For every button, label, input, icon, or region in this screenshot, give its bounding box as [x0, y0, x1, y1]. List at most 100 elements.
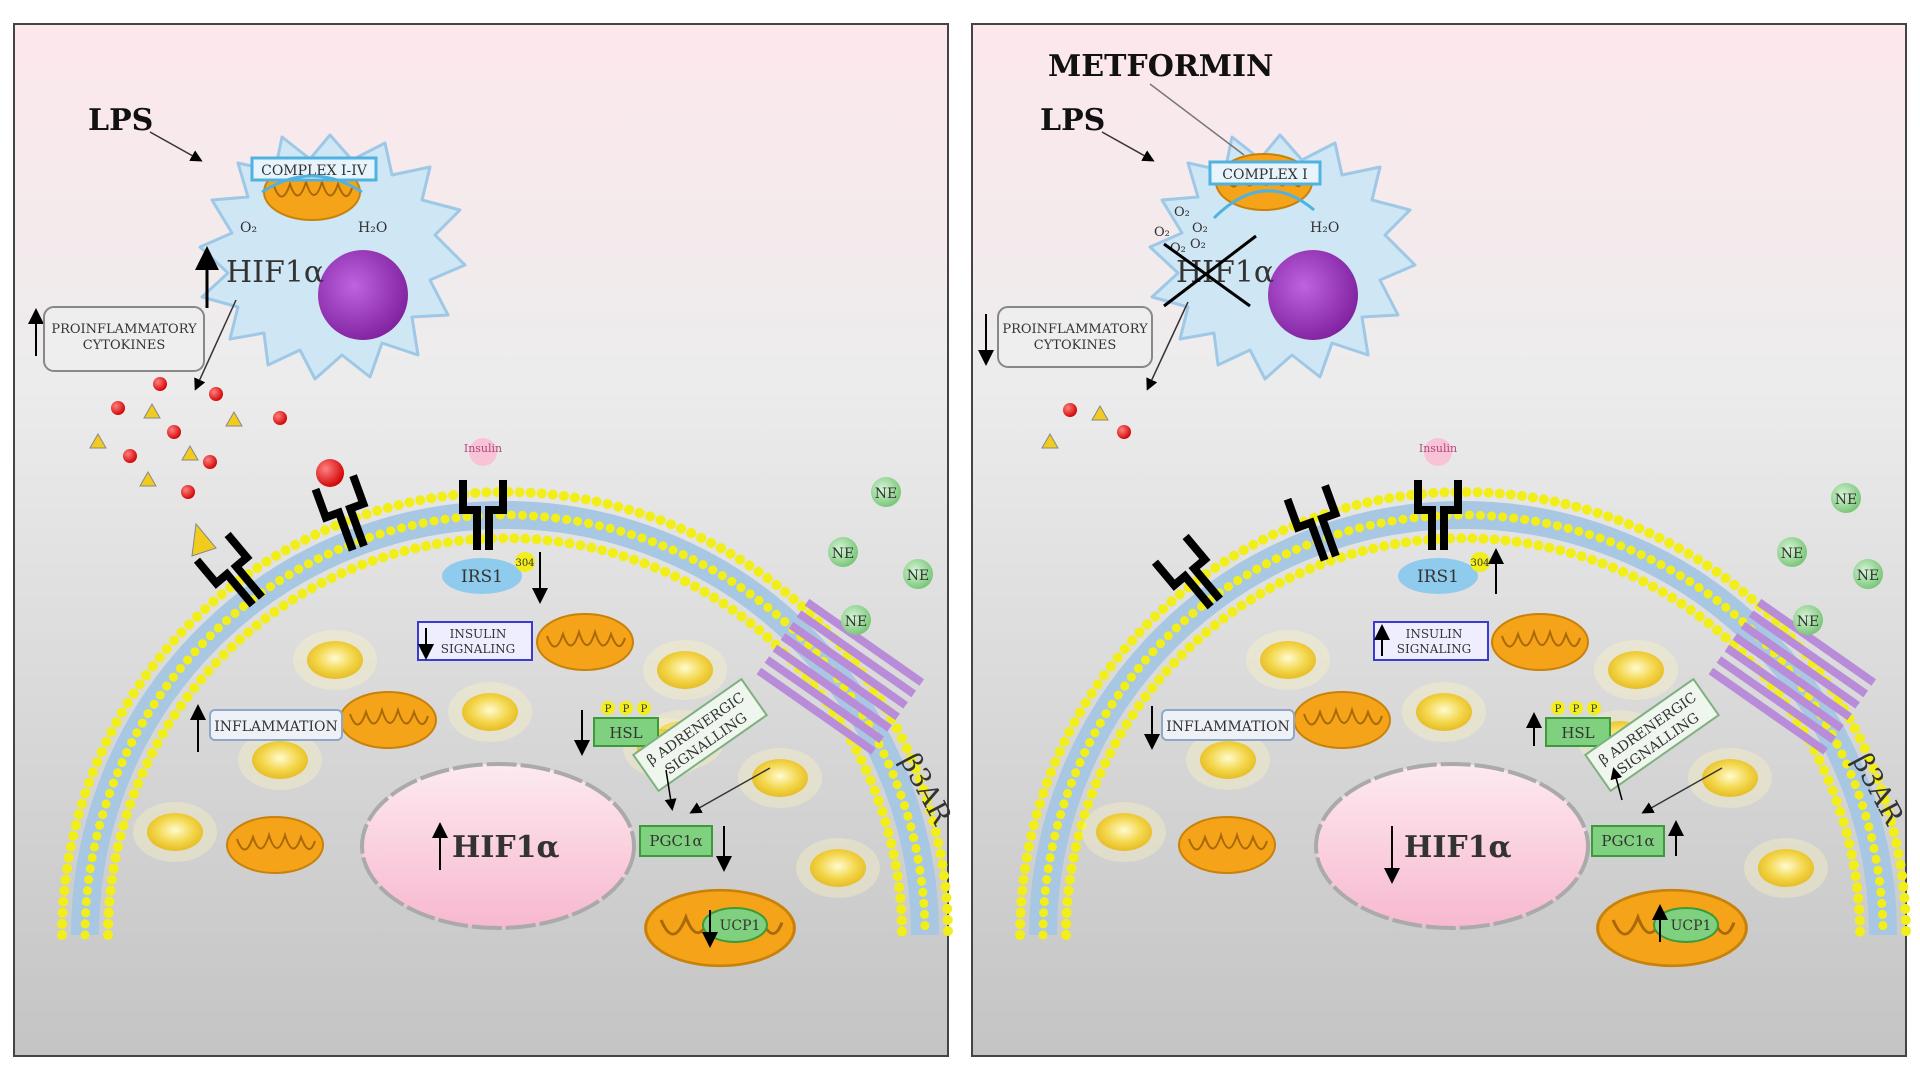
phospho-label-1: P [605, 704, 612, 715]
svg-text:NE: NE [1797, 614, 1819, 630]
cytokines-line1: PROINFLAMMATORY [51, 322, 197, 337]
complex-label: COMPLEX I-IV [261, 163, 368, 179]
lipid-droplet [738, 748, 822, 808]
phospho-1 [601, 701, 615, 715]
inflammation-box [209, 709, 343, 741]
lipid-droplet [293, 630, 377, 690]
svg-text:NE: NE [1857, 568, 1879, 584]
irs1-label: IRS1 [461, 567, 503, 587]
pgc-label: PGC1α [1601, 832, 1654, 850]
lipid-droplet [133, 802, 217, 862]
phospho-label-3: P [1591, 704, 1598, 715]
phospho-3 [637, 701, 651, 715]
lipid-droplet [1082, 802, 1166, 862]
mitochondrion-3 [226, 816, 324, 874]
phospho-3 [1587, 701, 1601, 715]
mitochondrion-2 [1293, 691, 1391, 749]
ser304-label: 304 [515, 558, 534, 569]
irs1 [442, 558, 522, 594]
lipid-droplet [1246, 630, 1330, 690]
insulin-signaling-line1: INSULIN [450, 627, 507, 641]
beta-to-pgc-arrow [1641, 767, 1723, 814]
ne-molecule: NE [1777, 537, 1807, 567]
beta3-receptor [1708, 598, 1877, 755]
cytokines-line2: CYTOKINES [83, 338, 165, 353]
cytokines-line1: PROINFLAMMATORY [1002, 322, 1148, 337]
ne-molecule: NE [1853, 559, 1883, 589]
lipid-droplet [643, 640, 727, 700]
svg-text:NE: NE [1835, 492, 1857, 508]
insulin-signaling-line2: SIGNALING [1397, 642, 1472, 656]
h2o-label: H₂O [1310, 220, 1339, 236]
svg-text:O₂: O₂ [1192, 221, 1208, 236]
phospho-label-2: P [1573, 704, 1580, 715]
ucp1-label: UCP1 [720, 918, 761, 934]
insulin-label: Insulin [1419, 442, 1457, 455]
red-ligand [316, 459, 344, 487]
svg-text:O₂: O₂ [1174, 205, 1190, 220]
lipid-droplet [448, 682, 532, 742]
ucp1-oval [1653, 907, 1719, 943]
svg-text:NE: NE [875, 486, 897, 502]
ne-molecule: NE [871, 477, 901, 507]
beta3-receptor [756, 598, 925, 755]
metformin-label: METFORMIN [1048, 49, 1273, 84]
adipocyte-nucleus [1314, 762, 1590, 930]
svg-text:O₂: O₂ [1190, 237, 1206, 252]
cytokine-particles [89, 377, 287, 499]
ne-molecule: NE [828, 537, 858, 567]
insulin-molecule [1424, 438, 1452, 466]
lps-arrow [149, 131, 203, 162]
right-panel: COMPLEX I H₂O O₂ O₂ O₂ O₂ O₂ HIF1α METFO… [971, 23, 1911, 1057]
lipid-droplet [796, 838, 880, 898]
lipid-droplet [1594, 640, 1678, 700]
hsl-box [1545, 717, 1611, 747]
hif-macrophage: HIF1α [226, 255, 324, 290]
hif-nucleus: HIF1α [1404, 830, 1512, 865]
svg-text:NE: NE [1781, 546, 1803, 562]
adipocyte-nucleus [360, 762, 636, 930]
insulin-signaling-line1: INSULIN [1406, 627, 1463, 641]
pgc-box [639, 825, 713, 857]
phospho-1 [1551, 701, 1565, 715]
svg-text:NE: NE [845, 614, 867, 630]
ser304-label: 304 [1470, 558, 1489, 569]
left-panel: COMPLEX I-IV O₂ H₂O HIF1α LPS PROINFLAMM… [13, 23, 959, 1057]
phospho-label-1: P [1555, 704, 1562, 715]
mitochondrion-2 [339, 691, 437, 749]
metformin-line [1149, 83, 1245, 156]
ne-molecule: NE [841, 605, 871, 635]
lps-bound-triangle [191, 522, 217, 557]
cytokines-box [43, 306, 205, 372]
ucp1-label: UCP1 [1671, 918, 1712, 934]
macrophage-nucleus [318, 250, 408, 340]
complex-arc-arrow [261, 174, 363, 194]
ne-molecule: NE [903, 559, 933, 589]
irs1 [1398, 558, 1478, 594]
pgc-box [1591, 825, 1665, 857]
hsl-label: HSL [609, 724, 642, 742]
lipid-droplet [1688, 748, 1772, 808]
beta-to-pgc-arrow [689, 767, 771, 814]
svg-text:O₂: O₂ [1154, 225, 1170, 240]
complex-label-box [250, 156, 378, 182]
ser304-site [1470, 552, 1490, 572]
o2-label: O₂ [240, 220, 257, 236]
phospho-2 [1569, 701, 1583, 715]
svg-text:NE: NE [907, 568, 929, 584]
lps-label: LPS [88, 103, 153, 138]
ne-molecule: NE [1831, 483, 1861, 513]
phospho-label-2: P [623, 704, 630, 715]
inflammation-box [1161, 709, 1295, 741]
inflammation-label: INFLAMMATION [214, 719, 338, 735]
hif-cross-2 [1163, 234, 1257, 308]
ne-molecule: NE [1793, 605, 1823, 635]
macrophage-nucleus [1268, 250, 1358, 340]
cytokines-line2: CYTOKINES [1034, 338, 1116, 353]
beta-signal-up-arrow [1610, 767, 1623, 801]
h2o-label: H₂O [358, 220, 387, 236]
ucp1-oval [702, 907, 768, 943]
cytokine-release-arrow [1146, 301, 1189, 391]
cytokines-box [997, 306, 1153, 368]
